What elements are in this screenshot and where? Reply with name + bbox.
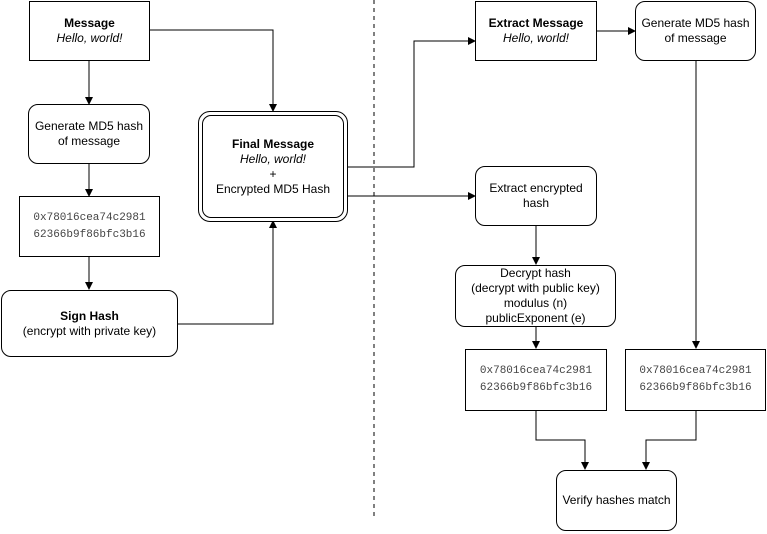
extract-message-title: Extract Message [488,16,584,30]
hash-left-box: 0x78016cea74c2981 62366b9f86bfc3b16 [19,196,160,257]
verify-hashes-text: Verify hashes match [562,493,671,507]
hash-right-line1: 0x78016cea74c2981 [639,365,752,377]
decrypt-hash-line4: publicExponent (e) [485,311,586,325]
sign-hash-box: Sign Hash (encrypt with private key) [1,290,178,357]
message-title: Message [64,16,115,30]
arrow-sign-to-final [177,220,277,325]
final-message-hash-label: Encrypted MD5 Hash [215,181,331,196]
hash-right-box: 0x78016cea74c2981 62366b9f86bfc3b16 [625,349,766,411]
arrow-hash-mid-to-verify [535,410,589,470]
hash-right-line2: 62366b9f86bfc3b16 [639,382,752,394]
verify-hashes-box: Verify hashes match [556,470,677,531]
sign-hash-subtitle: (encrypt with private key) [22,323,157,338]
decrypt-hash-box: Decrypt hash (decrypt with public key) m… [455,265,616,327]
extract-hash-line1: Extract encrypted [489,181,583,195]
decrypt-hash-line1: Decrypt hash [500,266,571,280]
extract-message-box: Extract Message Hello, world! [475,1,597,61]
hash-mid-line2: 62366b9f86bfc3b16 [479,382,593,394]
message-text: Hello, world! [56,31,123,45]
sign-hash-title: Sign Hash [60,308,119,323]
extract-message-text: Hello, world! [502,31,570,45]
generate-md5-right-line1: Generate MD5 hash [641,16,750,30]
final-message-box: Final Message Hello, world! + Encrypted … [198,111,348,222]
generate-md5-right-box: Generate MD5 hash of message [635,1,756,61]
hash-left-line2: 62366b9f86bfc3b16 [33,228,146,241]
hash-mid-line1: 0x78016cea74c2981 [479,365,593,377]
decrypt-hash-line2: (decrypt with public key) [471,281,600,295]
final-message-inner-border [202,115,344,218]
arrow-message-to-final [149,29,277,112]
hash-left-line1: 0x78016cea74c2981 [33,211,146,224]
final-message-text: Hello, world! [239,151,307,166]
final-message-plus: + [269,166,277,181]
final-message-title: Final Message [231,136,315,151]
arrow-hash-right-to-verify [642,410,697,470]
extract-hash-box: Extract encrypted hash [475,166,597,226]
decrypt-hash-line3: modulus (n) [503,296,568,310]
generate-md5-left-box: Generate MD5 hash of message [28,104,150,164]
hash-mid-box: 0x78016cea74c2981 62366b9f86bfc3b16 [465,349,607,411]
message-box: Message Hello, world! [29,1,150,61]
generate-md5-right-line2: of message [664,31,727,45]
generate-md5-left-line2: of message [57,134,121,148]
generate-md5-left-line1: Generate MD5 hash [34,119,144,133]
arrow-final-to-extract-message [347,37,476,168]
extract-hash-line2: hash [522,196,550,210]
